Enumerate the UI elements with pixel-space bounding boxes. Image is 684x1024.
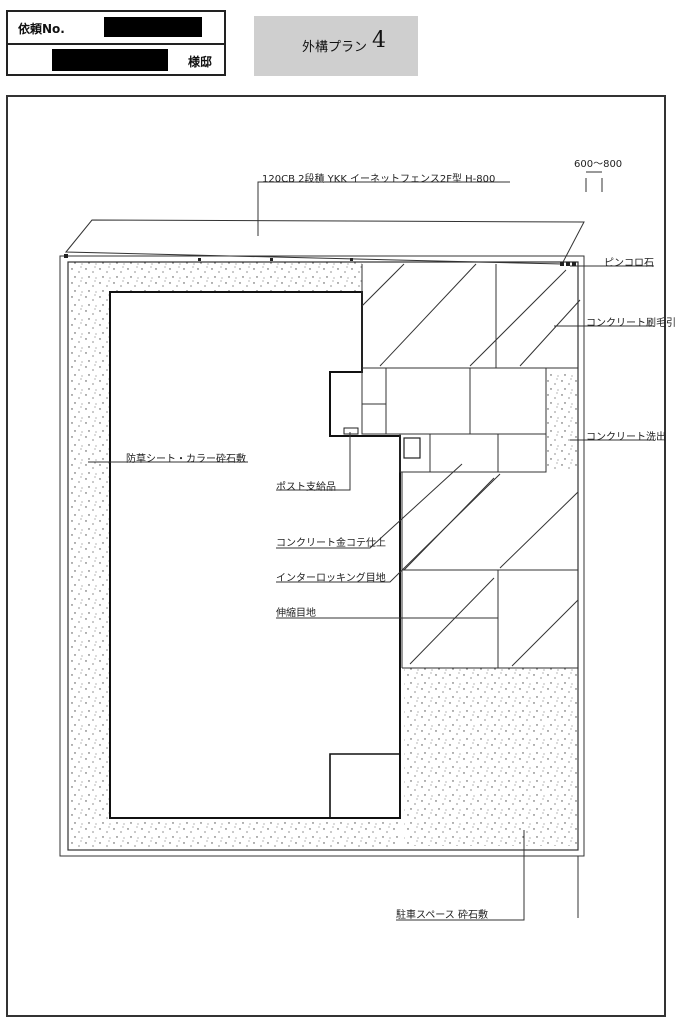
- fence-note: 120CB 2段積 YKK イーネットフェンス2F型 H-800: [262, 174, 496, 185]
- brushed-concrete-area: [361, 263, 581, 369]
- redacted-client-name: [52, 49, 168, 71]
- washed-concrete-area: [546, 372, 578, 472]
- leader-lines: [88, 181, 654, 921]
- redacted-request-number: [104, 17, 202, 37]
- width-dimension-label: 600～800: [574, 159, 623, 170]
- expansion-joint-note: 伸縮目地: [276, 608, 316, 619]
- house-notch: [329, 753, 401, 819]
- trowel-concrete-area: [401, 472, 579, 669]
- washed-concrete-note: コンクリート洗出: [586, 432, 666, 443]
- fence-elevation: [64, 219, 585, 265]
- brushed-concrete-note: コンクリート刷毛引: [586, 318, 676, 329]
- post-small-box: [343, 427, 359, 435]
- plan-title-tag: 外構プラン 4: [254, 16, 418, 76]
- site-boundary: [59, 255, 585, 857]
- mailbox-post: [403, 437, 421, 459]
- parking-note: 駐車スペース 砕石敷: [396, 910, 488, 921]
- gravel-border-area: [70, 262, 400, 848]
- honorific-label: 様邸: [187, 55, 212, 69]
- interlocking-block-area: [361, 367, 579, 473]
- weed-sheet-note: 防草シート・カラー砕石敷: [126, 454, 246, 465]
- interlocking-note: インターロッキング目地: [276, 573, 386, 584]
- house-footprint: [109, 291, 401, 819]
- parking-gravel-area: [404, 668, 578, 846]
- pinkoro-note: ピンコロ石: [604, 258, 654, 269]
- request-no-label: 依頼No.: [18, 22, 65, 36]
- request-no-row: 依頼No.: [8, 12, 224, 45]
- fence-posts: [64, 254, 576, 266]
- client-name-row: 様邸: [8, 44, 224, 75]
- plan-number: 4: [372, 28, 386, 53]
- header-info-box: 依頼No. 様邸: [6, 10, 226, 76]
- width-dimension: [585, 171, 603, 192]
- plan-title: 外構プラン: [302, 40, 368, 55]
- post-note: ポスト支給品: [276, 482, 336, 493]
- trowel-concrete-note: コンクリート金コテ仕上: [276, 538, 386, 549]
- drawing-sheet: [6, 95, 666, 1017]
